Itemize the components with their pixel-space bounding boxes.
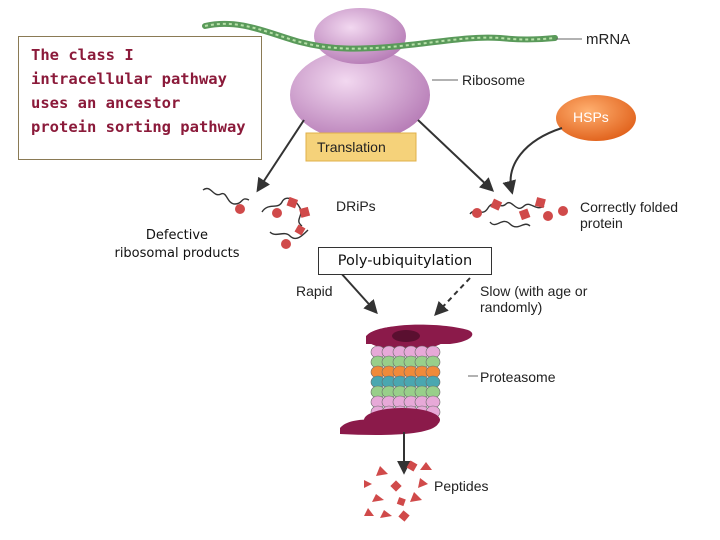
translation-box — [305, 132, 417, 162]
hsps-blob — [556, 95, 636, 141]
drips-markers — [235, 196, 311, 249]
arrow-rapid — [339, 271, 378, 315]
intro-line: The class I — [31, 46, 134, 64]
ribosome-label: Ribosome — [462, 72, 526, 88]
correctly-folded-line2: protein — [580, 215, 623, 231]
correctly-folded-line1: Correctly folded — [580, 199, 679, 215]
hsps-label: HSPs — [573, 109, 609, 125]
defective-line1: Defective — [145, 228, 209, 243]
proteasome-label: Proteasome — [480, 369, 556, 385]
slow-line1: Slow (with age or — [480, 283, 588, 299]
translation-label: Translation — [317, 139, 386, 155]
slow-label: Slow (with age or randomly) — [480, 283, 587, 315]
slow-line2: randomly) — [480, 299, 543, 315]
ribosome — [290, 8, 430, 141]
folded-proteins — [469, 201, 545, 228]
defective-caption: Defective ribosomal products — [100, 227, 254, 263]
arrow-hsps — [502, 127, 563, 195]
arrow-slow — [434, 277, 471, 317]
intro-box: The class I intracellular pathway uses a… — [18, 36, 262, 160]
peptides — [364, 460, 432, 522]
intro-line: uses an ancestor — [31, 94, 181, 112]
poly-ubiquitylation-box: Poly-ubiquitylation — [318, 247, 492, 275]
peptides-label: Peptides — [434, 478, 489, 494]
intro-line: intracellular pathway — [31, 70, 227, 88]
correctly-folded-label: Correctly folded protein — [580, 199, 678, 231]
arrow-to-folded — [417, 119, 495, 192]
proteasome — [340, 324, 473, 435]
drips-label: DRiPs — [336, 198, 376, 214]
arrow-to-drips — [256, 119, 305, 193]
rapid-label: Rapid — [296, 283, 333, 299]
intro-line: protein sorting pathway — [31, 118, 246, 136]
defective-line2: ribosomal products — [114, 246, 240, 261]
folded-markers — [472, 197, 568, 221]
mrna-label: mRNA — [586, 31, 631, 48]
leader-lines — [432, 38, 582, 377]
